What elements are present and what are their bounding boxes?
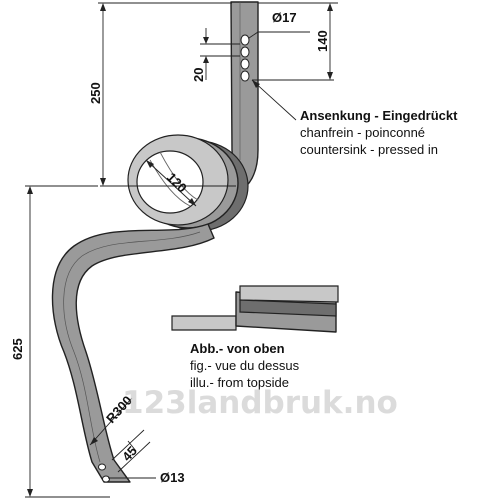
hole-spacing-label: 20: [191, 68, 206, 82]
topview-note: Abb.- von oben fig.- vue du dessus illu.…: [190, 341, 300, 390]
shank-holes: [240, 34, 250, 82]
watermark-text: 123landbruk.no: [122, 385, 398, 421]
topview-note-fr: fig.- vue du dessus: [190, 358, 300, 373]
topview-note-en: illu.- from topside: [190, 375, 289, 390]
dimension-lines: [25, 2, 338, 498]
tip-hole-diameter-label: Ø13: [160, 470, 185, 485]
tip-hole-2: [102, 475, 110, 483]
tip-hole-1: [98, 463, 106, 471]
hole-group-length-label: 140: [315, 30, 330, 52]
shank-hole-4: [240, 70, 250, 82]
shank-height-label: 250: [88, 82, 103, 104]
top-view-inset: [171, 285, 339, 333]
total-height-label: 625: [10, 338, 25, 360]
countersink-note-en: countersink - pressed in: [300, 142, 438, 157]
countersink-note-de: Ansenkung - Eingedrückt: [300, 108, 458, 123]
tip-offset-label: 45: [119, 443, 140, 464]
shank-hole-2: [240, 46, 250, 58]
lower-blade: [51, 223, 215, 483]
countersink-note: Ansenkung - Eingedrückt chanfrein - poin…: [300, 108, 458, 157]
countersink-note-fr: chanfrein - poinconné: [300, 125, 425, 140]
topview-note-de: Abb.- von oben: [190, 341, 285, 356]
shank-hole-1: [240, 34, 250, 46]
hole-diameter-label: Ø17: [272, 10, 297, 25]
shank-hole-3: [240, 58, 250, 70]
